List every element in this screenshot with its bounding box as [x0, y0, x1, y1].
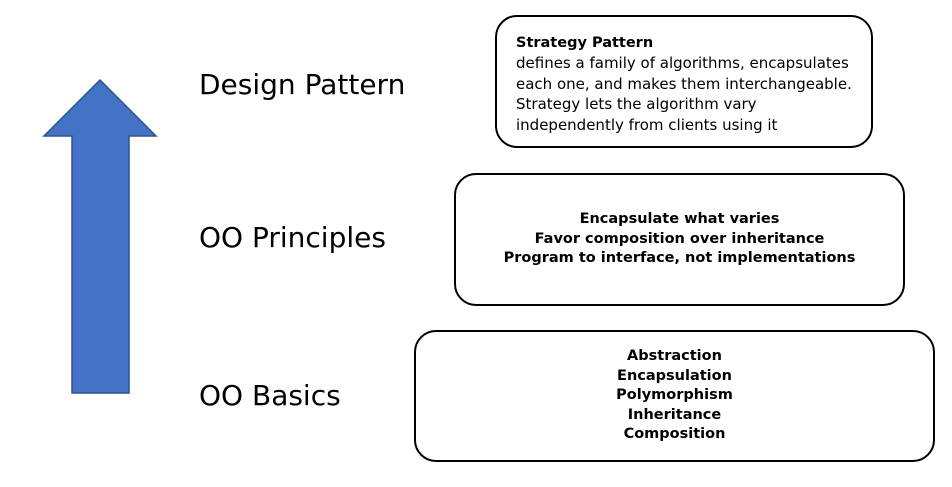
principle-item: Encapsulate what varies [579, 211, 780, 228]
level-label-oo-basics: OO Basics [199, 379, 341, 412]
oo-principles-box: Encapsulate what varies Favor compositio… [454, 173, 905, 306]
strategy-pattern-box: Strategy Pattern defines a family of alg… [495, 15, 873, 148]
basic-item: Polymorphism [616, 387, 733, 404]
basic-item: Encapsulation [617, 367, 732, 384]
strategy-pattern-description-line: defines a family of algorithms, encapsul… [516, 54, 849, 72]
principle-item: Program to interface, not implementation… [503, 250, 856, 267]
strategy-pattern-title: Strategy Pattern [516, 35, 654, 51]
level-label-oo-principles: OO Principles [199, 221, 386, 254]
strategy-pattern-description-line: independently from clients using it [516, 115, 778, 134]
oo-basics-box: Abstraction Encapsulation Polymorphism I… [414, 330, 935, 462]
basic-item: Inheritance [627, 406, 722, 423]
principle-item: Favor composition over inheritance [534, 230, 825, 247]
strategy-pattern-description-line: each one, and makes them interchangeable… [516, 74, 852, 93]
strategy-pattern-description-line: Strategy lets the algorithm vary [516, 95, 757, 113]
level-label-design-pattern: Design Pattern [199, 68, 406, 101]
basic-item: Composition [623, 426, 726, 443]
basic-item: Abstraction [627, 348, 722, 365]
